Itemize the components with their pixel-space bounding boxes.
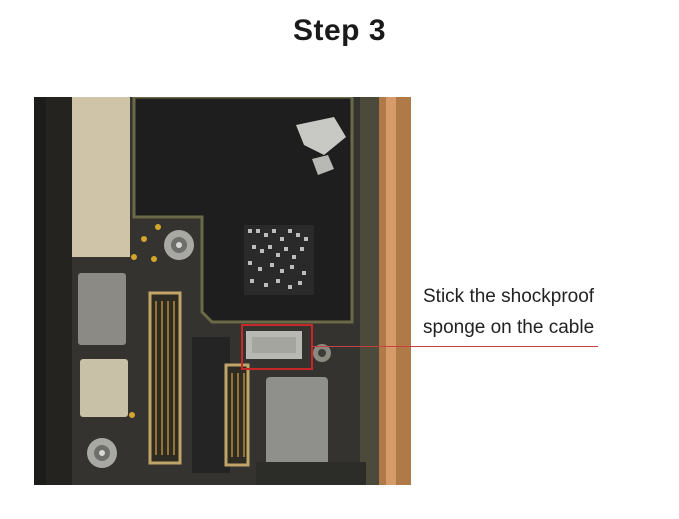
logic-board-photo (34, 97, 411, 485)
highlight-box (241, 324, 313, 370)
connector-icon (224, 363, 250, 467)
chip-icon (244, 225, 314, 295)
screw-icon (313, 344, 331, 362)
annotation-text: Stick the shockproof sponge on the cable (423, 281, 663, 343)
sponge-pad-icon (246, 331, 302, 359)
annotation-line-1: Stick the shockproof (423, 286, 595, 307)
annotation-line-2: sponge on the cable (423, 317, 595, 338)
leader-line (312, 346, 598, 347)
connector-icon (148, 291, 182, 465)
screw-icon (164, 230, 194, 260)
screw-icon (87, 438, 117, 468)
step-title: Step 3 (292, 14, 387, 47)
left-shield-plate (72, 97, 130, 257)
